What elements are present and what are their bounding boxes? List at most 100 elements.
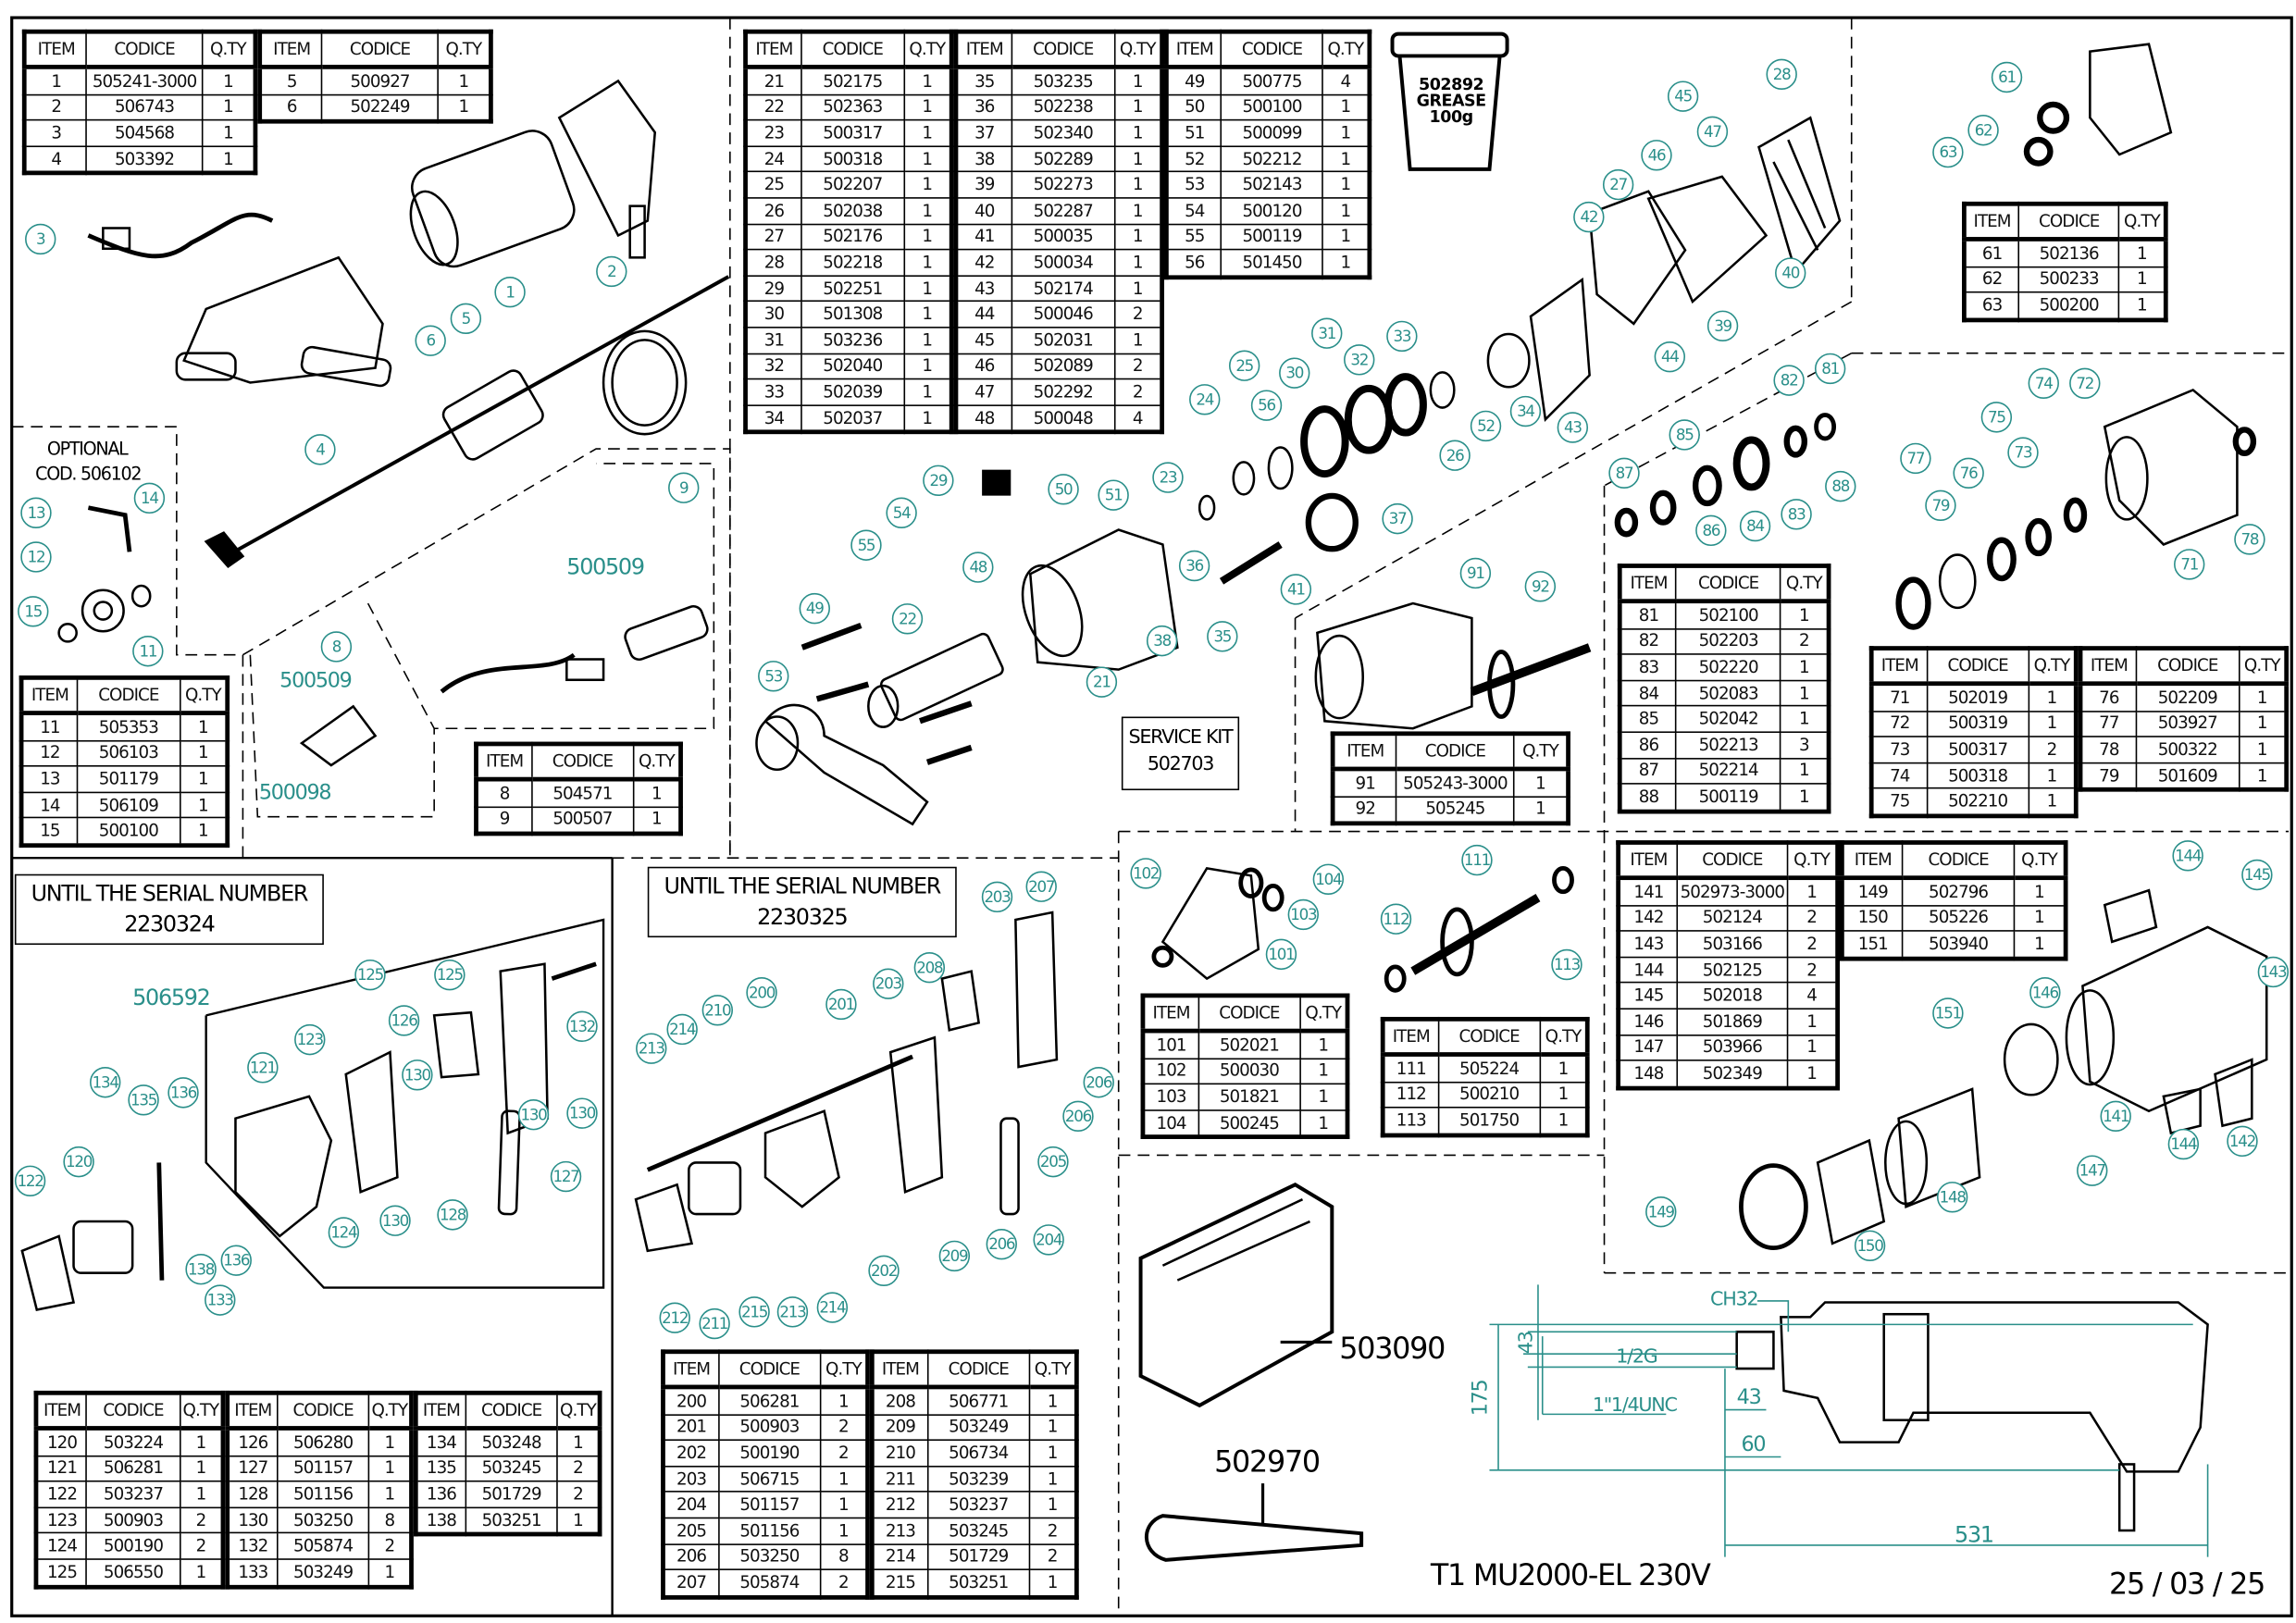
item-cell: ITEM xyxy=(20,676,78,715)
qty-cell: 4 xyxy=(1322,66,1371,95)
item-callout-28: 28 xyxy=(1766,58,1797,91)
item-callout-130: 130 xyxy=(566,1097,598,1129)
codice-cell: 500318 xyxy=(1926,762,2030,790)
item-cell: 52 xyxy=(1165,145,1222,173)
codice-cell: 502018 xyxy=(1676,982,1788,1010)
motor-housing-drawing xyxy=(87,79,657,388)
item-callout-61: 61 xyxy=(1991,61,2023,93)
qty-cell: 2 xyxy=(819,1439,869,1468)
item-cell: 21 xyxy=(744,66,802,95)
item-cell: 77 xyxy=(2079,710,2137,738)
item-callout-51: 51 xyxy=(1098,479,1129,511)
codice-cell: 502125 xyxy=(1676,956,1788,984)
qty-cell: 1 xyxy=(1322,93,1371,121)
item-callout-11: 11 xyxy=(132,636,164,667)
item-cell: 148 xyxy=(1617,1059,1679,1089)
item-callout-203: 203 xyxy=(873,968,904,999)
item-cell: 49 xyxy=(1165,66,1222,95)
codice-cell: 500048 xyxy=(1011,403,1116,434)
item-cell: 124 xyxy=(35,1532,88,1560)
item-callout-30: 30 xyxy=(1279,357,1310,389)
item-callout-75: 75 xyxy=(1980,402,2013,433)
codice-cell: CODICE xyxy=(465,1392,559,1431)
qty-cell: Q.TY xyxy=(1780,564,1830,604)
qty-cell: 1 xyxy=(1322,249,1371,279)
item-cell: 36 xyxy=(955,93,1012,121)
qty-cell: 1 xyxy=(2028,682,2078,712)
item-cell: 202 xyxy=(662,1439,719,1468)
item-callout-14: 14 xyxy=(133,482,166,514)
qty-cell: 1 xyxy=(1322,223,1371,251)
item-cell: 149 xyxy=(1841,876,1904,907)
qty-cell: 1 xyxy=(903,171,952,199)
item-callout-48: 48 xyxy=(962,551,994,583)
item-cell: 25 xyxy=(744,171,802,199)
qty-cell: 8 xyxy=(819,1542,869,1571)
item-cell: 204 xyxy=(662,1491,719,1519)
codice-cell: 503927 xyxy=(2135,710,2240,738)
codice-cell: 503237 xyxy=(926,1491,1031,1519)
item-callout-35: 35 xyxy=(1207,621,1238,652)
case-code-label: 503090 xyxy=(1339,1330,1446,1366)
item-cell: 136 xyxy=(415,1481,466,1508)
item-callout-91: 91 xyxy=(1459,557,1492,589)
gear-train-drawing xyxy=(755,116,1842,826)
item-cell: 79 xyxy=(2079,762,2137,791)
qty-cell: 1 xyxy=(1322,171,1371,199)
dim-43-vertical: 43 xyxy=(1516,1332,1538,1355)
item-callout-43: 43 xyxy=(1557,412,1589,443)
qty-cell: 2 xyxy=(1028,1542,1078,1571)
qty-cell: 1 xyxy=(1299,1083,1348,1111)
serial-note-left: UNTIL THE SERIAL NUMBER 2230324 xyxy=(14,873,324,946)
item-cell: 27 xyxy=(744,223,802,251)
item-cell: 5 xyxy=(258,66,323,95)
item-callout-37: 37 xyxy=(1382,502,1413,535)
codice-cell: 503250 xyxy=(276,1506,370,1534)
item-cell: 212 xyxy=(871,1491,928,1519)
item-callout-214: 214 xyxy=(816,1292,849,1323)
sheet-border xyxy=(10,16,2293,1617)
item-callout-74: 74 xyxy=(2028,367,2059,399)
item-callout-211: 211 xyxy=(699,1307,730,1340)
qty-cell: 1 xyxy=(1299,1109,1348,1138)
codice-cell: 502238 xyxy=(1011,93,1116,121)
qty-cell: 4 xyxy=(1113,403,1163,434)
codice-cell: 503248 xyxy=(465,1427,559,1456)
qty-cell: 2 xyxy=(368,1532,413,1560)
item-callout-76: 76 xyxy=(1953,457,1984,489)
item-cell: 133 xyxy=(226,1558,279,1588)
codice-cell: 502124 xyxy=(1676,904,1788,933)
item-callout-78: 78 xyxy=(2234,524,2265,555)
service-kit-title: SERVICE KIT xyxy=(1128,726,1233,750)
item-cell: 4 xyxy=(23,145,88,175)
qty-cell: Q.TY xyxy=(556,1392,601,1431)
item-callout-147: 147 xyxy=(2077,1155,2108,1186)
qty-cell: Q.TY xyxy=(903,31,952,69)
codice-cell: 502214 xyxy=(1675,757,1781,785)
qty-cell: 1 xyxy=(179,1455,224,1482)
item-cell: 141 xyxy=(1617,876,1679,907)
codice-cell: CODICE xyxy=(1676,841,1788,881)
codice-cell: 502031 xyxy=(1011,326,1116,354)
